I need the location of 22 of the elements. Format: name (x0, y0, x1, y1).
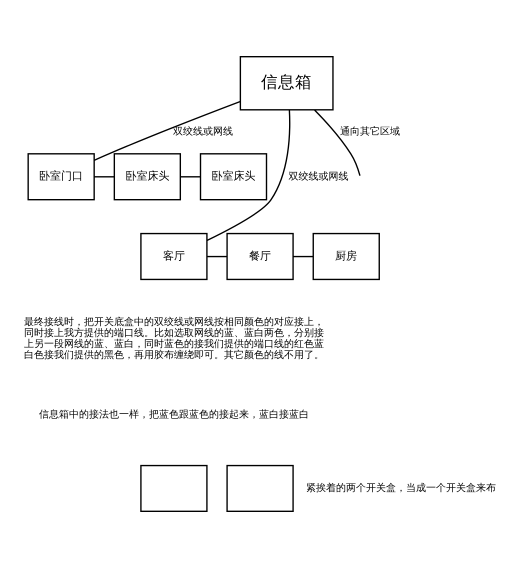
connector (207, 256, 228, 258)
node-box: 餐厅 (226, 232, 294, 280)
connector (293, 256, 314, 258)
label: 最终接线时，把开关底盒中的双绞线或网线按相同颜色的对应接上，同时接上我方提供的端口线。比如选取网线的蓝、蓝白两色，分别接上另一段网线的蓝、蓝白，同时蓝色的接我们提供的端口线的红色蓝白色接我们提供的黑色，再用胶布缠绕即可。其它颜色的线不用了。 (24, 317, 324, 362)
node-box (226, 464, 294, 512)
connector (180, 176, 200, 178)
label: 信息箱中的接法也一样，把蓝色跟蓝色的接起来，蓝白接蓝白 (38, 410, 309, 421)
connector (206, 110, 290, 242)
node-box: 卧室床头 (114, 153, 182, 200)
node-box: 客厅 (140, 232, 208, 280)
node-label: 紧挨着的两个开关盒，当成一个开关盒来布 (306, 482, 496, 494)
edge-label: 双绞线或网线 (288, 171, 349, 182)
node-box: 厨房 (312, 232, 380, 280)
node-box: 信息箱 (240, 56, 334, 111)
node-box (140, 464, 208, 512)
node-box: 卧室床头 (200, 153, 268, 200)
edge-label: 通向其它区域 (340, 126, 400, 138)
connector (94, 100, 241, 161)
connector (94, 176, 114, 178)
connector (314, 110, 361, 176)
edge-label: 双绞线或网线 (173, 126, 234, 138)
node-box: 卧室门口 (27, 153, 95, 200)
